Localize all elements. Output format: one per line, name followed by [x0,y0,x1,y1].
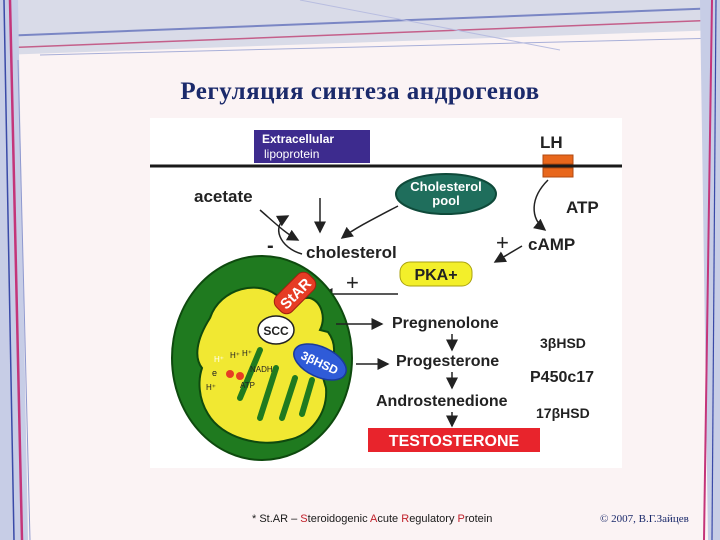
lipoprotein-box [254,130,370,163]
scc-label: SCC [263,324,289,338]
plus-sign-star: + [346,270,359,295]
minus-sign: - [267,235,274,257]
pool-label-1: Cholesterol [410,179,482,194]
e-minus: e [212,368,217,378]
testosterone-box [368,428,540,452]
feedback-minus-arrow [275,215,303,255]
androstenedione-label: Androstenedione [376,393,508,410]
scc-enzyme [257,315,295,345]
pka-label: PKA+ [414,267,457,284]
atp-label: ATP [566,198,599,217]
footnote-rest-a: cute [377,513,402,525]
pool-label-2: pool [432,193,459,208]
progesterone-label: Progesterone [396,353,499,370]
footnote-rest-s: teroidogenic [307,513,371,525]
lh-receptor-bottom [542,167,574,178]
lipoprotein-label-2: lipoprotein [264,147,319,161]
hsd3b-enzyme: 3βHSD [293,343,347,381]
androgen-synthesis-diagram: Extracellular lipoprotein LH ATP cAMP ac… [150,118,622,468]
plus-sign-camp: + [496,230,509,255]
h-plus-3: H⁺ [242,349,252,358]
left-decoration [0,0,31,540]
etc-complex-1 [226,370,234,378]
footnote: * St.AR – Steroidogenic Acute Regulatory… [252,513,492,525]
nadh-label: NADH [250,365,273,374]
hsd3b-label: 3βHSD [540,335,586,351]
footnote-prefix: * St.AR – [252,513,301,525]
lh-label: LH [540,133,563,152]
hsd17b-label: 17βHSD [536,405,590,421]
copyright: © 2007, В.Г.Зайцев [600,513,689,525]
pool-to-cholesterol-arrow [340,205,399,239]
etc-complex-2 [236,372,244,380]
footnote-hl-s: S [300,513,308,525]
acetate-label: acetate [194,187,253,206]
footnote-rest-r: egulatory [409,513,458,525]
footnote-rest-p: rotein [464,513,493,525]
top-decoration [0,0,720,56]
acetate-arrow [259,209,300,241]
cholesterol-pool [395,173,497,215]
pregnenolone-label: Pregnenolone [392,315,499,332]
footnote-hl-p: P [457,513,465,525]
right-decoration [700,0,720,540]
h-plus-2: H⁺ [230,351,240,360]
pka-box [399,261,473,287]
h-plus-1: H⁺ [214,355,224,364]
mito-atp-label: ATP [240,381,255,390]
footnote-hl-a: A [370,513,378,525]
footnote-hl-r: R [401,513,410,525]
lipoprotein-label-1: Extracellular [262,132,334,146]
lh-receptor-top [542,154,574,165]
cholesterol-label: cholesterol [306,243,397,262]
camp-to-pka-arrow [493,245,523,263]
lh-to-camp-arrow [533,179,549,231]
h-plus-4: H⁺ [206,383,216,392]
p450c17-label: P450c17 [530,369,594,386]
slide-title: Регуляция синтеза андрогенов [180,78,540,105]
mitochondrion [171,255,353,461]
testosterone-label: TESTOSTERONE [389,433,520,450]
camp-label: cAMP [528,235,575,254]
